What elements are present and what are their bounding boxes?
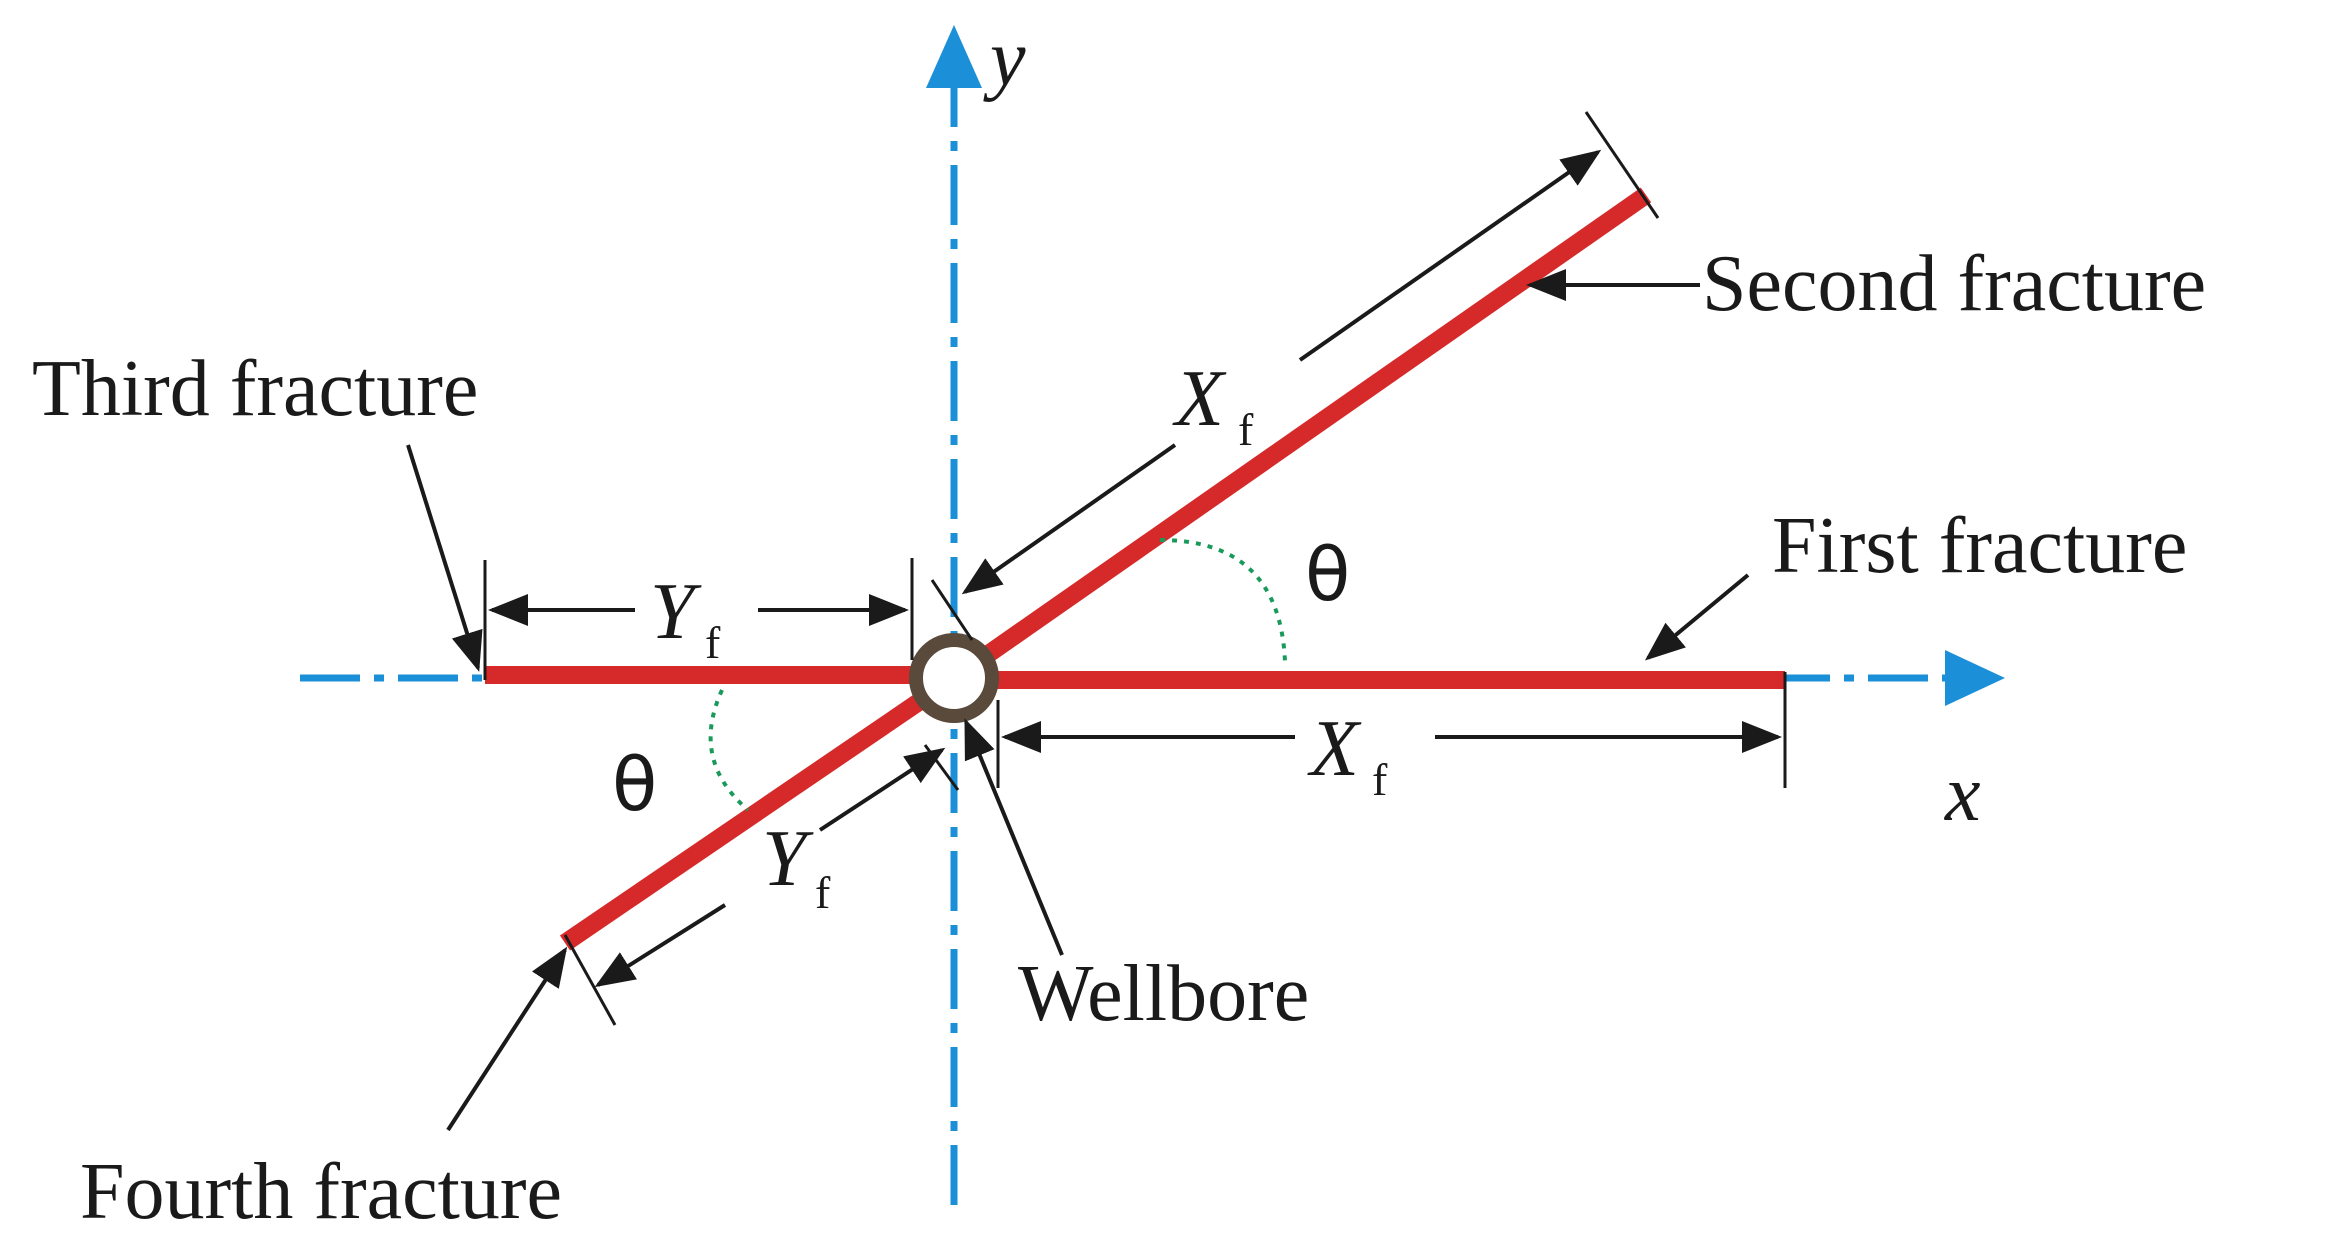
yf-fourth-arrow-up: [818, 747, 946, 832]
x-axis-arrowhead: [1945, 650, 2005, 706]
second-fracture-line: [948, 187, 1652, 686]
third-fracture-leader: [406, 444, 483, 672]
fourth-fracture-leader: [446, 946, 568, 1132]
yf-third-sub: f: [705, 617, 721, 668]
xf-first-sub: f: [1372, 754, 1388, 805]
fourth-fracture-label: Fourth fracture: [80, 1148, 562, 1236]
first-fracture-label: First fracture: [1772, 502, 2187, 590]
xf-second-main: X: [1172, 355, 1227, 443]
yf-fourth-tick-start: [563, 934, 617, 1026]
theta-arc-upper: [1159, 538, 1287, 663]
third-fracture-label: Third fracture: [32, 345, 478, 433]
x-axis-label: x: [1944, 750, 1981, 838]
xf-label-first: X f: [1307, 705, 1388, 805]
yf-label-third: Y f: [650, 568, 721, 668]
theta-label-lower: θ: [612, 742, 657, 828]
xf-second-tick-start: [930, 579, 974, 641]
angle-arcs: [708, 538, 1287, 812]
wellbore-ring: [909, 633, 999, 723]
theta-arc-lower: [708, 689, 750, 812]
y-axis-arrowhead: [926, 25, 982, 88]
wellbore-leader: [964, 718, 1064, 956]
leaders: [406, 269, 1750, 1132]
xf-second-sub: f: [1238, 404, 1254, 455]
y-axis-label: y: [983, 15, 1026, 103]
second-fracture-label: Second fracture: [1702, 240, 2206, 328]
xf-label-second: X f: [1172, 355, 1254, 455]
yf-third-main: Y: [650, 568, 702, 656]
xf-second-arrow-up: [1298, 149, 1602, 362]
fourth-fracture-line: [559, 670, 960, 951]
wellbore-label: Wellbore: [1018, 950, 1309, 1038]
theta-label-upper: θ: [1305, 532, 1350, 618]
xf-second-tick-end: [1584, 111, 1660, 219]
first-fracture-leader: [1644, 573, 1750, 661]
yf-fourth-main: Y: [762, 815, 814, 903]
labels: Second fracture Third fracture First fra…: [32, 15, 2206, 1236]
dimensions: [483, 111, 1787, 1026]
yf-fourth-sub: f: [815, 867, 831, 918]
yf-label-fourth: Y f: [762, 815, 831, 918]
xf-second-arrow-down: [961, 443, 1177, 595]
yf-fourth-arrow-down: [594, 903, 727, 988]
wellbore: [909, 633, 999, 723]
xf-first-main: X: [1307, 705, 1362, 793]
